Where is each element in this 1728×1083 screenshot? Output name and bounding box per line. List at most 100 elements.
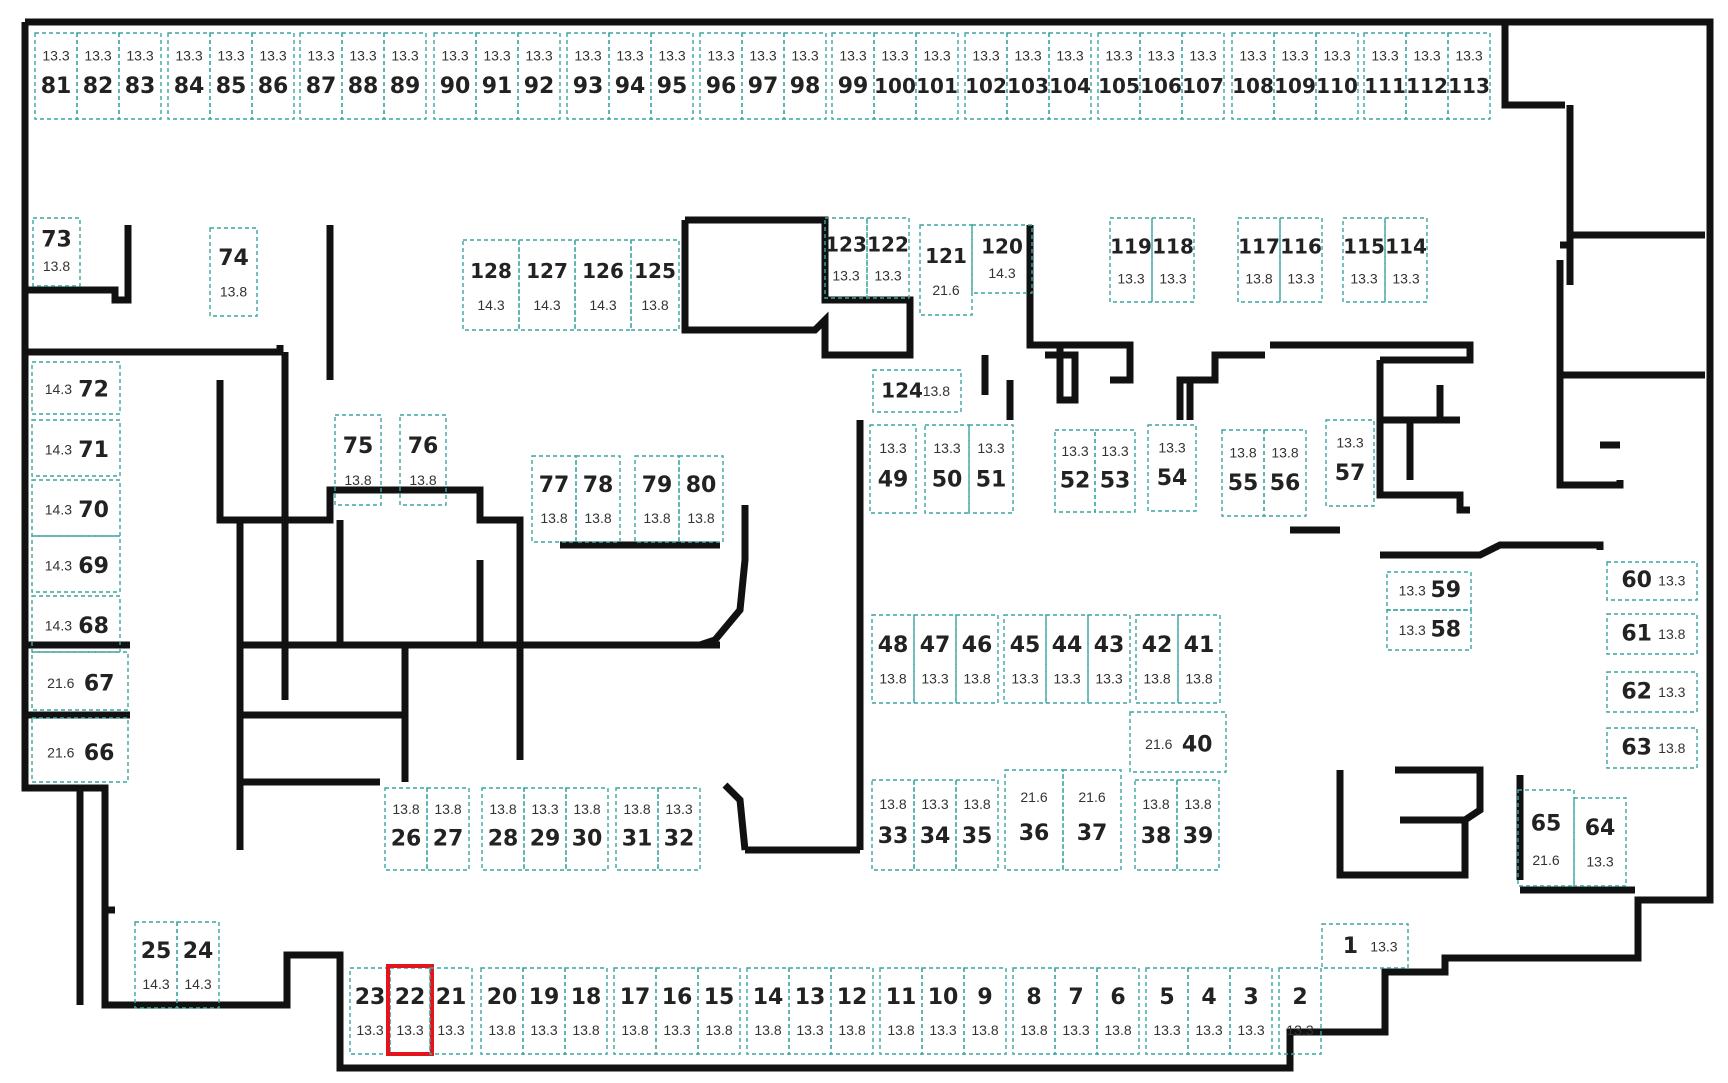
parking-spot-80[interactable]: 13.880 xyxy=(678,455,724,543)
parking-spot-63[interactable]: 13.863 xyxy=(1606,727,1698,769)
parking-spot-11[interactable]: 13.811 xyxy=(879,967,923,1055)
parking-spot-81[interactable]: 13.381 xyxy=(34,32,78,120)
parking-spot-99[interactable]: 13.399 xyxy=(831,32,875,120)
parking-spot-77[interactable]: 13.877 xyxy=(531,455,577,543)
parking-spot-41[interactable]: 13.841 xyxy=(1177,614,1221,704)
parking-spot-14[interactable]: 13.814 xyxy=(746,967,790,1055)
parking-spot-22[interactable]: 13.322 xyxy=(386,964,434,1056)
parking-spot-91[interactable]: 13.391 xyxy=(475,32,519,120)
parking-spot-56[interactable]: 13.856 xyxy=(1263,429,1307,517)
parking-spot-6[interactable]: 13.86 xyxy=(1096,967,1140,1055)
parking-spot-47[interactable]: 13.347 xyxy=(913,614,957,704)
parking-spot-95[interactable]: 13.395 xyxy=(650,32,694,120)
parking-spot-31[interactable]: 13.831 xyxy=(615,787,659,871)
parking-spot-28[interactable]: 13.828 xyxy=(481,787,525,871)
parking-spot-86[interactable]: 13.386 xyxy=(251,32,295,120)
parking-spot-78[interactable]: 13.878 xyxy=(575,455,621,543)
parking-spot-49[interactable]: 13.349 xyxy=(869,424,917,514)
parking-spot-90[interactable]: 13.390 xyxy=(433,32,477,120)
parking-spot-92[interactable]: 13.392 xyxy=(517,32,561,120)
parking-spot-4[interactable]: 13.34 xyxy=(1187,967,1231,1055)
parking-spot-42[interactable]: 13.842 xyxy=(1135,614,1179,704)
parking-spot-46[interactable]: 13.846 xyxy=(955,614,999,704)
parking-spot-76[interactable]: 13.876 xyxy=(399,414,447,506)
parking-spot-64[interactable]: 13.364 xyxy=(1573,797,1627,887)
parking-spot-55[interactable]: 13.855 xyxy=(1221,429,1265,517)
parking-spot-21[interactable]: 13.321 xyxy=(429,967,473,1055)
parking-spot-84[interactable]: 13.384 xyxy=(167,32,211,120)
parking-spot-1[interactable]: 13.31 xyxy=(1321,923,1409,969)
parking-spot-12[interactable]: 13.812 xyxy=(830,967,874,1055)
parking-spot-27[interactable]: 13.827 xyxy=(426,787,470,871)
parking-spot-34[interactable]: 13.334 xyxy=(913,779,957,871)
parking-spot-38[interactable]: 13.838 xyxy=(1134,779,1178,871)
parking-spot-10[interactable]: 13.310 xyxy=(921,967,965,1055)
parking-spot-43[interactable]: 13.343 xyxy=(1087,614,1131,704)
parking-spot-93[interactable]: 13.393 xyxy=(566,32,610,120)
parking-spot-36[interactable]: 21.636 xyxy=(1004,769,1064,871)
parking-spot-79[interactable]: 13.879 xyxy=(634,455,680,543)
parking-spot-61[interactable]: 13.861 xyxy=(1606,613,1698,655)
parking-spot-44[interactable]: 13.344 xyxy=(1045,614,1089,704)
parking-spot-26[interactable]: 13.826 xyxy=(384,787,428,871)
parking-spot-17[interactable]: 13.817 xyxy=(613,967,657,1055)
parking-spot-45[interactable]: 13.345 xyxy=(1003,614,1047,704)
parking-spot-88[interactable]: 13.388 xyxy=(341,32,385,120)
parking-spot-57[interactable]: 13.357 xyxy=(1325,419,1375,507)
parking-spot-35[interactable]: 13.835 xyxy=(955,779,999,871)
parking-spot-50[interactable]: 13.350 xyxy=(924,424,970,514)
parking-spot-65[interactable]: 21.665 xyxy=(1517,789,1575,887)
parking-spot-37[interactable]: 21.637 xyxy=(1062,769,1122,871)
parking-spot-53[interactable]: 13.353 xyxy=(1094,429,1136,513)
parking-spot-39[interactable]: 13.839 xyxy=(1176,779,1220,871)
parking-spot-94[interactable]: 13.394 xyxy=(608,32,652,120)
parking-spot-23[interactable]: 13.323 xyxy=(349,967,391,1055)
parking-spot-16[interactable]: 13.316 xyxy=(655,967,699,1055)
parking-spot-25[interactable]: 14.325 xyxy=(134,921,178,1009)
parking-spot-87[interactable]: 13.387 xyxy=(299,32,343,120)
parking-spot-15[interactable]: 13.815 xyxy=(697,967,741,1055)
parking-spot-9[interactable]: 13.89 xyxy=(963,967,1007,1055)
parking-spot-5[interactable]: 13.35 xyxy=(1145,967,1189,1055)
parking-spot-30[interactable]: 13.830 xyxy=(565,787,609,871)
parking-spot-73[interactable]: 13.873 xyxy=(32,217,81,287)
parking-spot-54[interactable]: 13.354 xyxy=(1147,424,1197,512)
parking-spot-48[interactable]: 13.848 xyxy=(871,614,915,704)
parking-spot-98[interactable]: 13.398 xyxy=(783,32,827,120)
parking-spot-29[interactable]: 13.329 xyxy=(523,787,567,871)
parking-spot-2[interactable]: 13.32 xyxy=(1278,967,1322,1055)
parking-spot-52[interactable]: 13.352 xyxy=(1054,429,1096,513)
parking-spot-3[interactable]: 13.33 xyxy=(1229,967,1273,1055)
parking-spot-18[interactable]: 13.818 xyxy=(564,967,608,1055)
